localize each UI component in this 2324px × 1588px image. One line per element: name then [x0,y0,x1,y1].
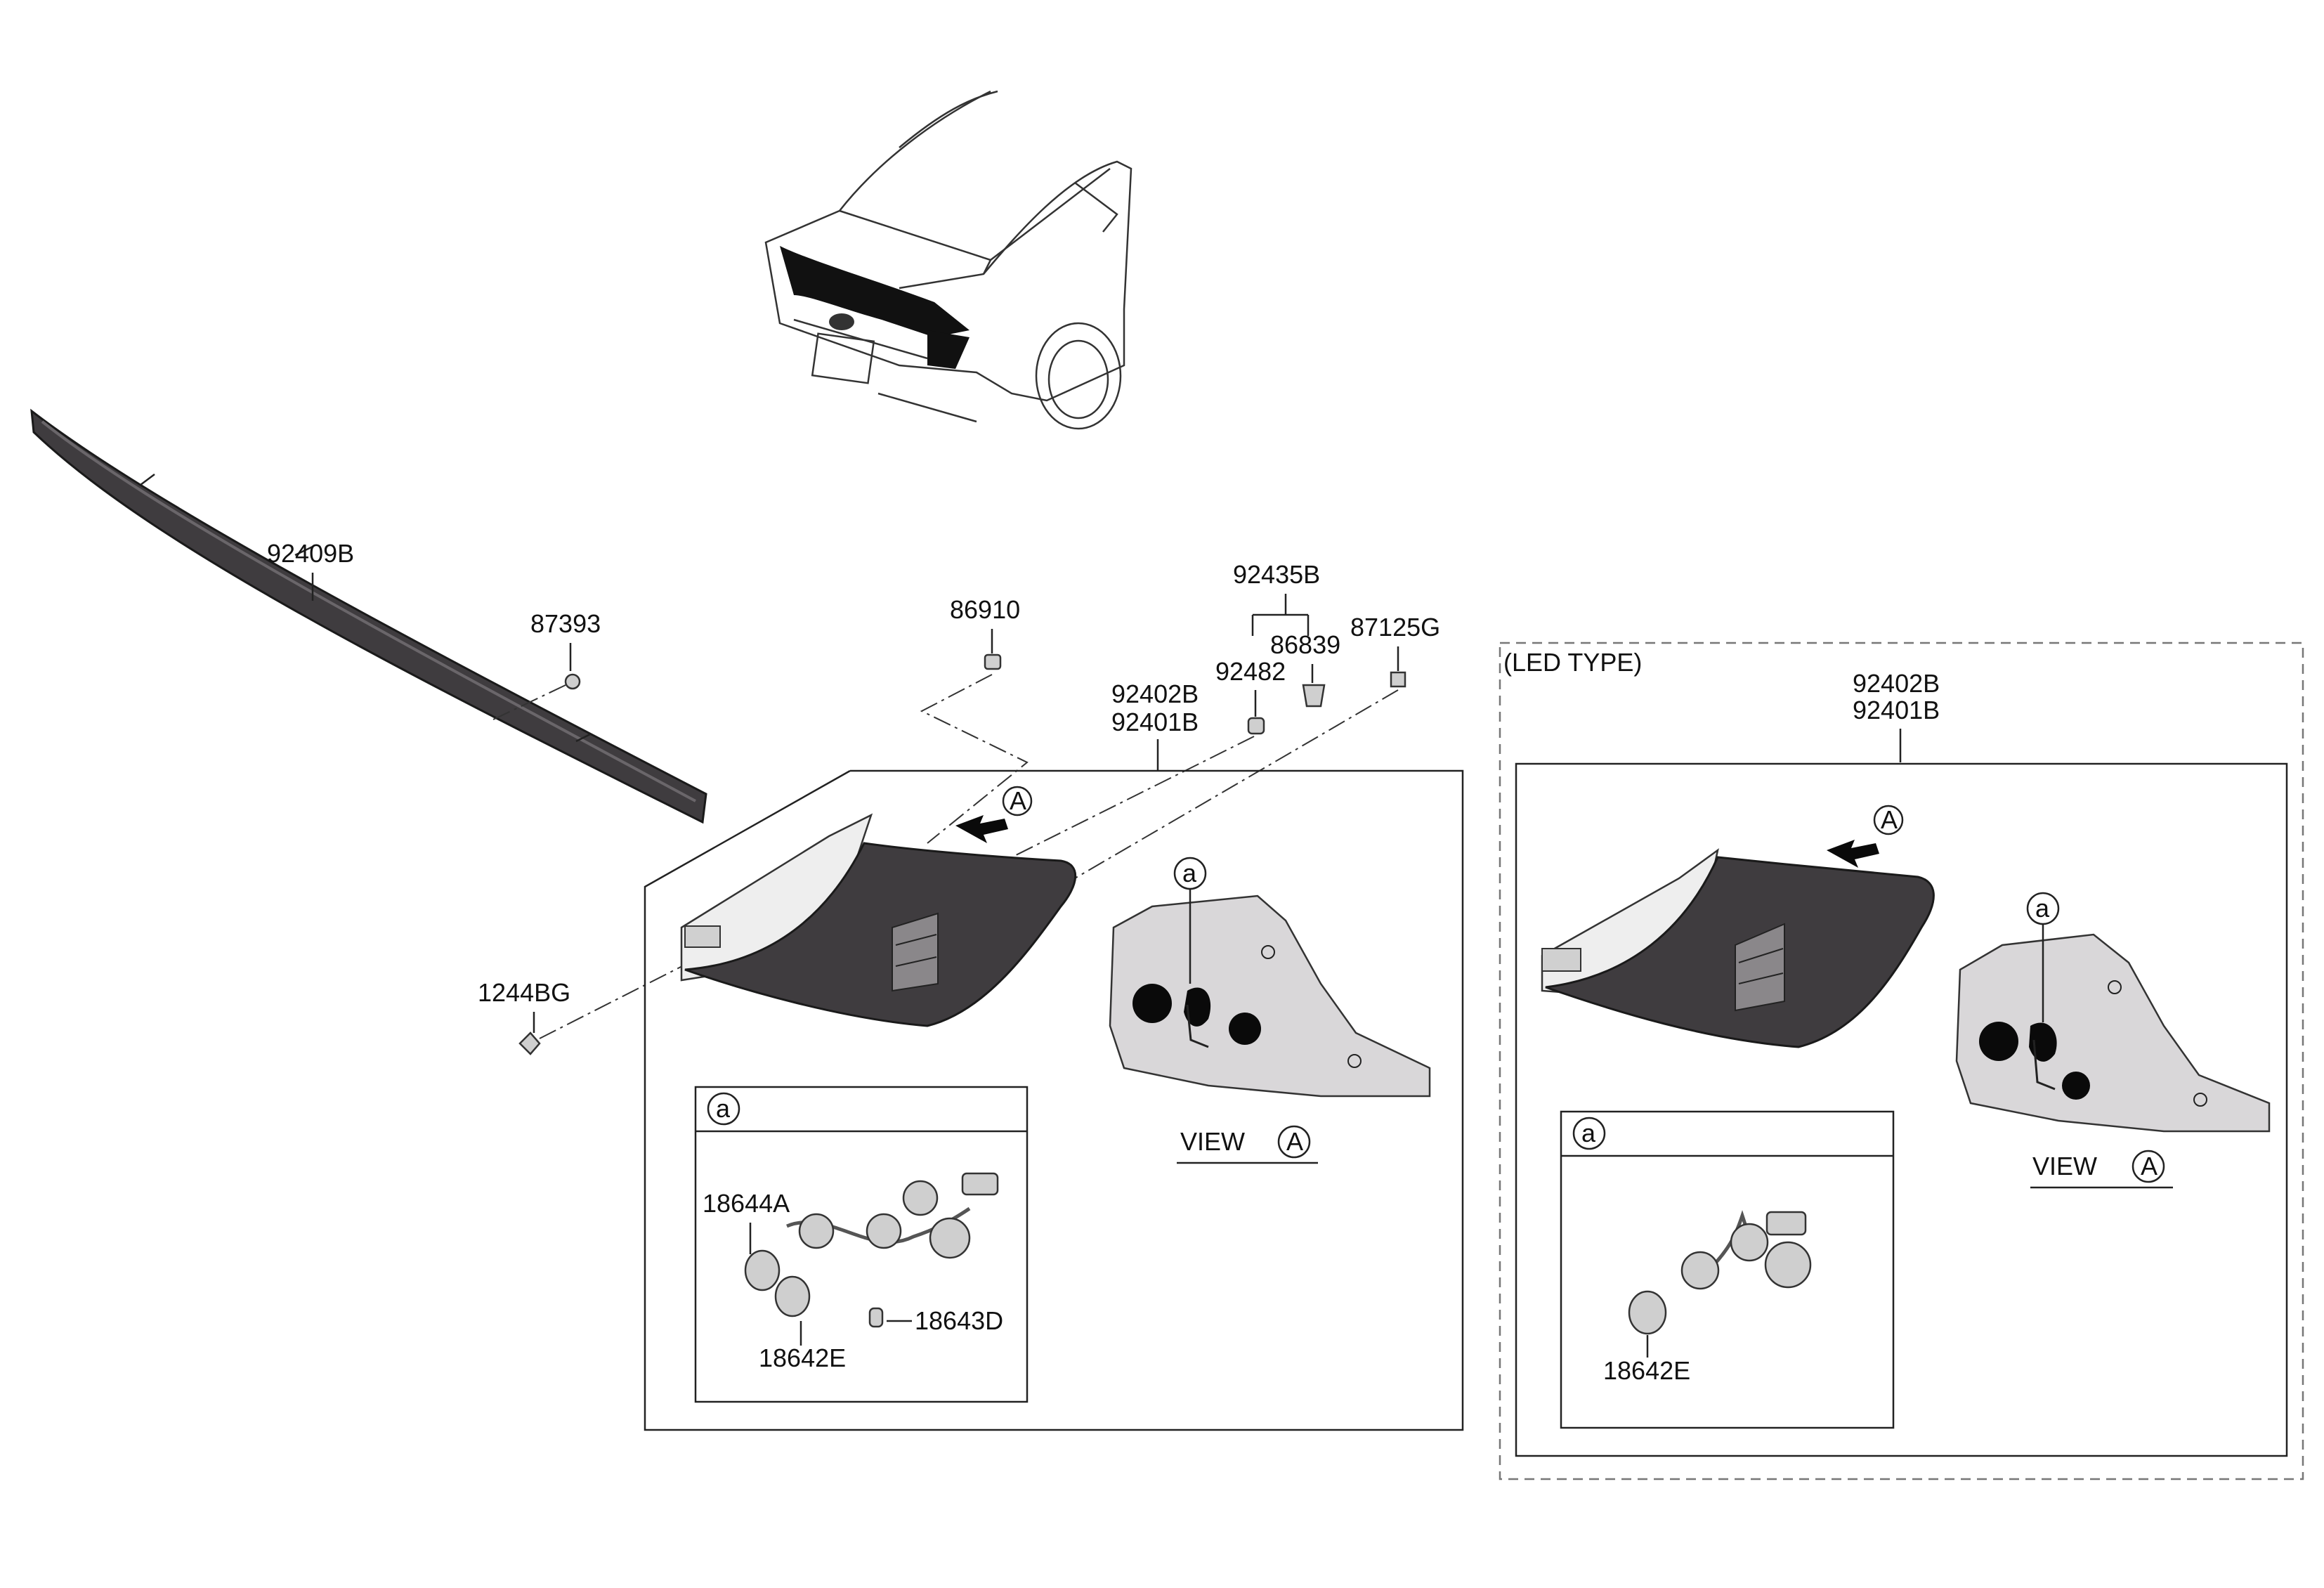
led-back-view-a-callout: a [2035,894,2050,923]
label-18642E: 18642E [759,1343,846,1372]
clip-87393-icon [564,673,581,690]
back-view-a-callout: a [1182,859,1197,887]
bulb-18643D-icon [868,1307,884,1328]
label-87125G: 87125G [1350,613,1440,642]
led-view-a-arrow-icon [1827,840,1879,868]
led-tail-lamp [1541,848,1935,1048]
nut-87125G-icon [1390,671,1406,688]
tail-lamp-92401B [680,813,1077,1027]
view-a-callout: A [1010,786,1026,815]
led-view-a-callout: A [1881,805,1898,834]
view-a-arrow-icon [955,815,1008,843]
label-92401B: 92401B [1111,708,1199,736]
label-86839: 86839 [1270,630,1340,659]
label-1244BG: 1244BG [478,978,570,1007]
label-92435B: 92435B [1233,560,1320,589]
label-led-92402B: 92402B [1853,669,1940,698]
led-bulb-harness-illustration [1680,1210,1812,1290]
led-lamp-back-view-a [1955,933,2271,1133]
led-bulb-18642E-icon [1628,1290,1667,1335]
garnish-part-92409B [30,408,707,824]
led-bulb-detail-callout: a [1581,1119,1596,1147]
cap-92482-icon [1247,717,1265,735]
label-92482: 92482 [1215,657,1286,686]
car-rear-view-illustration [764,90,1132,430]
label-18643D: 18643D [915,1306,1003,1335]
label-87393: 87393 [530,609,601,638]
led-view-a-caption-ref: A [2141,1152,2157,1180]
led-type-frame [1499,642,2304,1480]
label-led-18642E: 18642E [1603,1356,1690,1385]
label-led-92401B: 92401B [1853,696,1940,724]
screw-86910-icon [984,653,1002,670]
bulb-18642E-icon [774,1275,811,1317]
lamp-back-view-a [1109,894,1431,1098]
label-18644A: 18644A [703,1189,790,1218]
main-lamp-box [644,769,1464,1431]
bulb-detail-box [694,1086,1029,1403]
led-view-a-caption: VIEW [2032,1152,2097,1180]
led-lamp-box [1515,762,2288,1457]
bulb-harness-illustration [786,1172,999,1259]
label-92402B: 92402B [1111,679,1199,708]
bulb-18644A-icon [744,1249,781,1291]
view-a-caption-ref: A [1286,1127,1303,1156]
label-86910: 86910 [950,595,1020,624]
label-92409B: 92409B [267,539,354,568]
grommet-86839-icon [1302,684,1326,708]
screw-1244BG-icon [518,1031,541,1055]
led-type-title: (LED TYPE) [1503,648,1642,677]
led-bulb-detail-box [1560,1110,1895,1429]
view-a-caption: VIEW [1180,1127,1245,1156]
bulb-detail-callout: a [716,1094,731,1123]
